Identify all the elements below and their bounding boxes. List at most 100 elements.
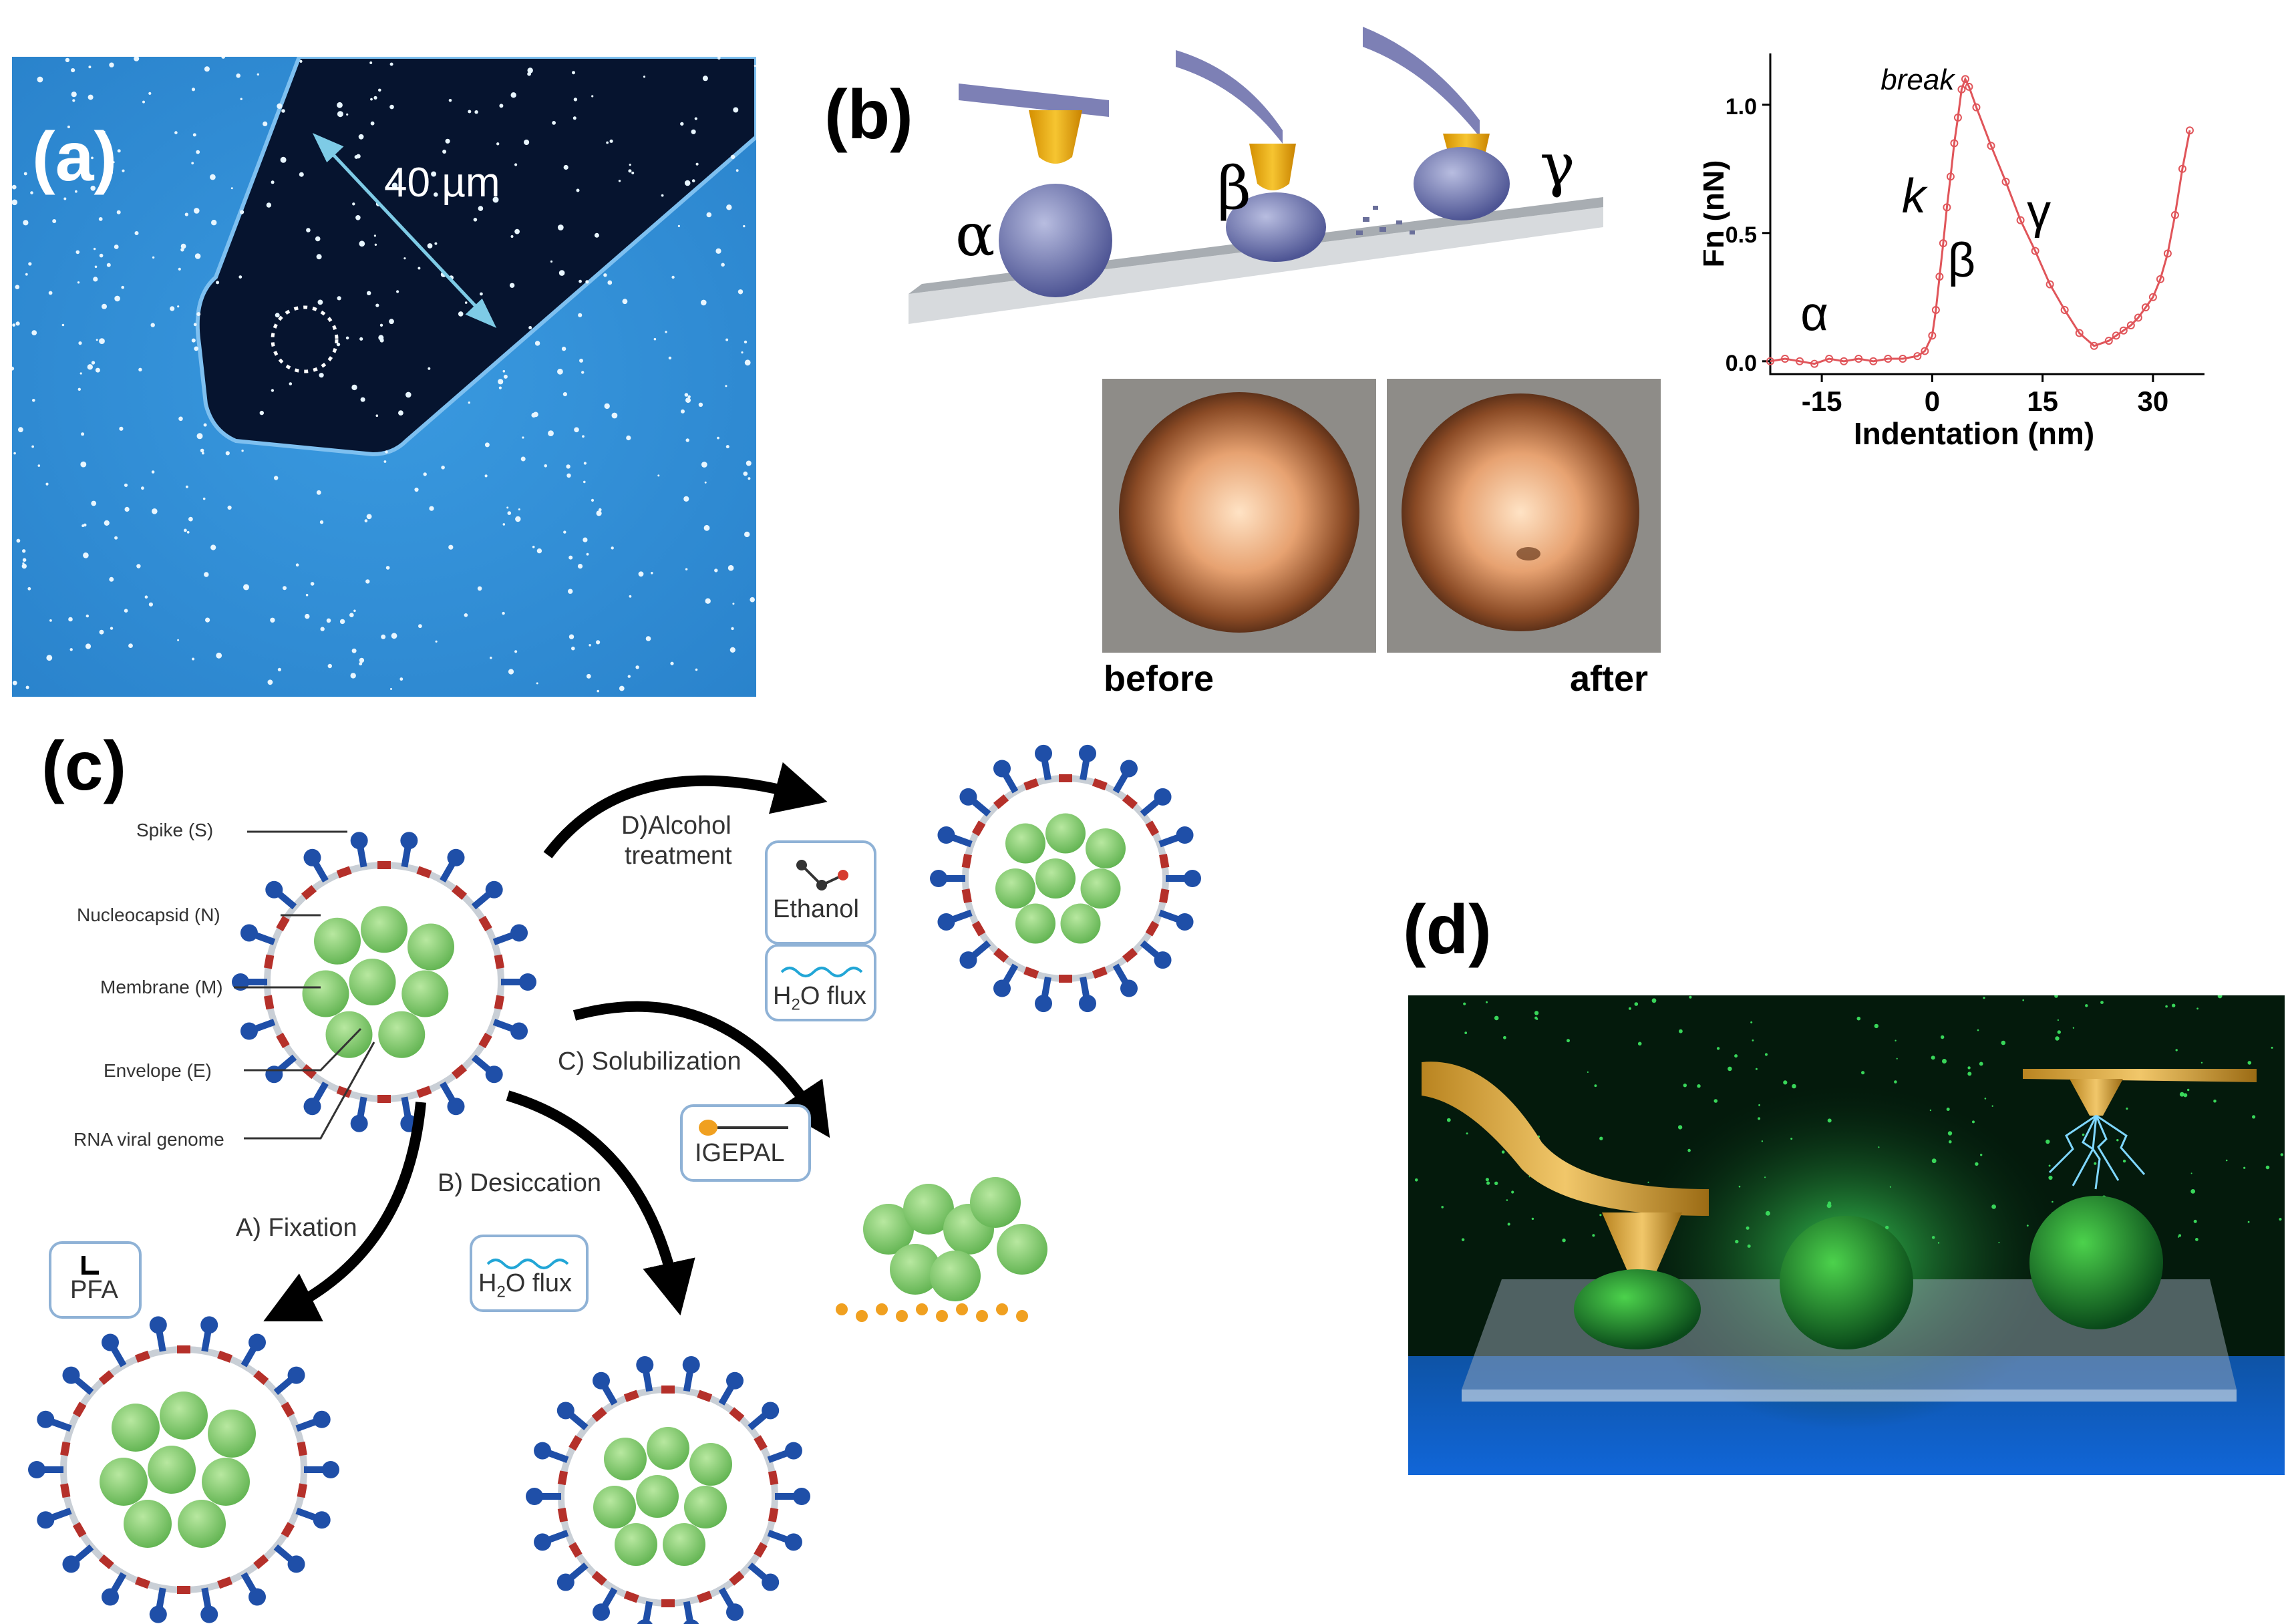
virus-beta xyxy=(1226,192,1326,262)
micrograph-dot xyxy=(458,311,464,317)
micrograph-dot xyxy=(725,445,729,449)
micrograph-dot xyxy=(185,485,188,488)
micrograph-dot xyxy=(507,511,512,515)
micrograph-dot xyxy=(350,673,356,679)
chart-annotation: break xyxy=(1880,63,1955,96)
micrograph-dot xyxy=(351,384,357,391)
afm-image-after xyxy=(1387,379,1661,653)
chart-annotation: k xyxy=(1902,170,1929,223)
micrograph-dot xyxy=(180,243,186,249)
micrograph-dot xyxy=(202,497,206,500)
force-curve-point xyxy=(1796,357,1804,365)
micrograph-dot xyxy=(259,410,264,416)
force-curve-point xyxy=(1953,114,1962,122)
reagent-ethanol: Ethanol xyxy=(773,895,859,923)
micrograph-dot xyxy=(741,351,744,354)
micrograph-a xyxy=(12,57,756,697)
micrograph-dot xyxy=(37,76,43,83)
micrograph-dot xyxy=(661,194,664,197)
micrograph-dot xyxy=(729,647,735,653)
micrograph-dot xyxy=(597,689,599,693)
micrograph-dot xyxy=(568,589,573,594)
micrograph-dot xyxy=(119,426,124,431)
micrograph-dot xyxy=(514,650,518,653)
micrograph-dot xyxy=(194,253,201,259)
render-star xyxy=(1975,1162,1979,1166)
micrograph-dot xyxy=(196,150,200,154)
micrograph-dot xyxy=(87,364,93,370)
render-star xyxy=(1783,1080,1788,1085)
micrograph-dot xyxy=(738,289,744,295)
micrograph-dot xyxy=(148,602,153,607)
micrograph-dot xyxy=(117,149,121,153)
micrograph-dot xyxy=(391,182,398,188)
micrograph-dot xyxy=(557,368,563,375)
micrograph-dot xyxy=(727,564,734,571)
micrograph-dot xyxy=(622,299,628,305)
render-star xyxy=(2046,1139,2050,1144)
render-star xyxy=(1501,1150,1505,1154)
micrograph-dot xyxy=(85,643,92,649)
label-envelope: Envelope (E) xyxy=(104,1060,212,1081)
force-curve-point xyxy=(1766,357,1774,365)
render-star xyxy=(1946,1108,1950,1111)
micrograph-dot xyxy=(552,121,556,125)
render-star xyxy=(2271,1046,2273,1049)
electric-discharge xyxy=(2048,1114,2146,1190)
micrograph-dot xyxy=(735,169,739,172)
force-curve-point xyxy=(1931,306,1940,314)
micrograph-dot xyxy=(629,164,631,166)
micrograph-dot xyxy=(502,523,506,526)
y-tick-label: 1.0 xyxy=(1726,94,1757,120)
micrograph-dot xyxy=(375,303,379,307)
micrograph-dot xyxy=(339,619,345,625)
micrograph-dot xyxy=(61,323,65,327)
render-virus-right xyxy=(2029,1196,2163,1329)
micrograph-dot xyxy=(548,430,554,436)
micrograph-dot xyxy=(25,273,28,276)
cantilever-3 xyxy=(1363,27,1480,137)
micrograph-dot xyxy=(23,172,27,176)
micrograph-dot xyxy=(725,338,729,341)
micrograph-dot xyxy=(536,682,538,685)
micrograph-dot xyxy=(714,569,718,573)
micrograph-dot xyxy=(240,210,244,214)
render-star xyxy=(1466,1132,1468,1135)
micrograph-dot xyxy=(441,466,445,470)
micrograph-dot xyxy=(611,412,618,419)
render-star xyxy=(1979,1062,1983,1066)
render-star xyxy=(2179,1092,2184,1097)
render-star xyxy=(1755,1068,1758,1070)
micrograph-dot xyxy=(227,505,232,510)
micrograph-dot xyxy=(606,141,609,144)
render-star xyxy=(1728,1066,1732,1072)
micrograph-dot xyxy=(403,257,406,260)
micrograph-dot xyxy=(677,224,681,227)
micrograph-dot xyxy=(184,212,188,216)
stage-label-alpha: α xyxy=(955,200,995,269)
micrograph-dot xyxy=(15,285,20,290)
render-star xyxy=(1651,998,1657,1003)
micrograph-dot xyxy=(91,361,96,365)
render-star xyxy=(1463,1002,1466,1005)
render-star xyxy=(1826,1203,1832,1208)
micrograph-dot xyxy=(399,677,403,681)
stage-label-gamma: γ xyxy=(1540,130,1575,199)
micrograph-dot xyxy=(319,373,324,378)
micrograph-dot xyxy=(405,391,412,398)
label-alcohol-1: D)Alcohol xyxy=(621,812,731,840)
micrograph-dot xyxy=(490,656,492,659)
micrograph-dot xyxy=(651,572,653,575)
label-spike: Spike (S) xyxy=(136,820,214,840)
micrograph-dot xyxy=(319,520,324,524)
micrograph-dot xyxy=(243,584,249,591)
render-star xyxy=(2026,1225,2029,1227)
micrograph-dot xyxy=(12,680,17,685)
micrograph-dot xyxy=(585,280,589,284)
micrograph-dot xyxy=(299,59,303,63)
tip-1 xyxy=(1029,110,1082,164)
render-star xyxy=(2225,1159,2228,1162)
micrograph-dot xyxy=(369,61,373,64)
micrograph-dot xyxy=(295,563,299,566)
chart-annotation: α xyxy=(1800,288,1828,341)
